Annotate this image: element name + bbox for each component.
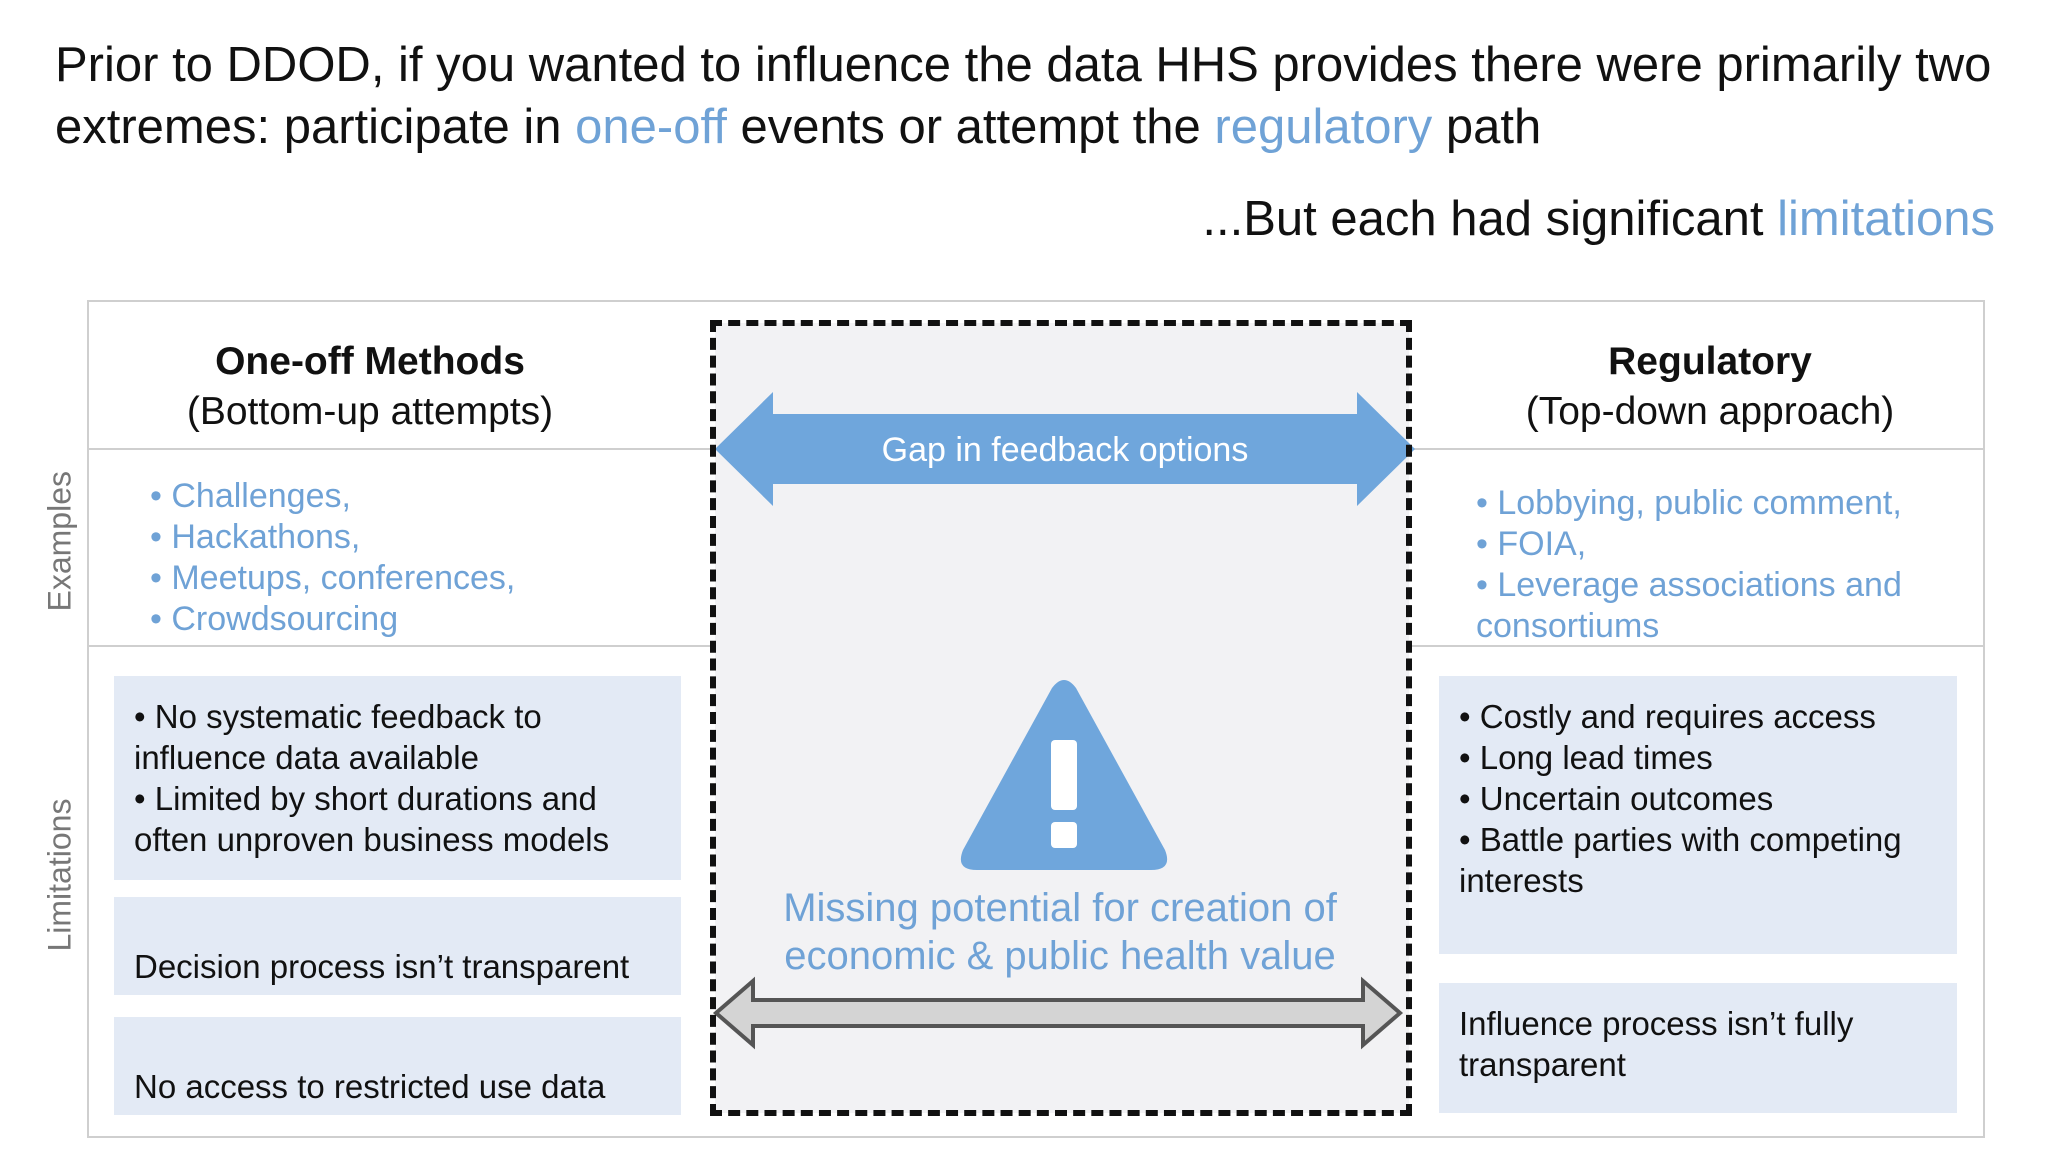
list-item: Hackathons, <box>150 517 670 558</box>
right-column-header: Regulatory (Top-down approach) <box>1460 337 1960 437</box>
right-column-title: Regulatory <box>1608 340 1812 383</box>
double-arrow-gray-icon <box>712 976 1404 1050</box>
left-examples-list: Challenges, Hackathons, Meetups, confere… <box>150 476 670 640</box>
title-part-1: Prior to DDOD, if you wanted to influenc… <box>55 38 1992 154</box>
list-item: Limited by short durations and often unp… <box>134 778 661 860</box>
left-limitation-box-3: No access to restricted use data <box>114 1017 681 1115</box>
slide-title: Prior to DDOD, if you wanted to influenc… <box>55 34 2015 158</box>
list-item: Leverage associations and consortiums <box>1476 565 1946 647</box>
left-column-subtitle: (Bottom-up attempts) <box>186 390 554 433</box>
subtitle-highlight-limitations: limitations <box>1777 192 1995 246</box>
gap-dashed-outline <box>710 320 1412 1116</box>
right-limitation-box-1: Costly and requires access Long lead tim… <box>1439 676 1957 954</box>
list-item: Crowdsourcing <box>150 599 670 640</box>
diagram-frame <box>87 300 1985 1138</box>
list-item: Challenges, <box>150 476 670 517</box>
title-highlight-regulatory: regulatory <box>1214 100 1433 154</box>
left-limitation-box-1: No systematic feedback to influence data… <box>114 676 681 880</box>
list-item: No systematic feedback to influence data… <box>134 696 661 778</box>
title-highlight-one-off: one-off <box>575 100 727 154</box>
double-arrow-blue-icon <box>715 392 1415 506</box>
list-item: Uncertain outcomes <box>1459 778 1937 819</box>
missing-potential-text: Missing potential for creation of econom… <box>783 886 1337 978</box>
right-column-subtitle: (Top-down approach) <box>1525 390 1895 433</box>
limitation-text: Decision process isn’t transparent <box>134 948 630 985</box>
limitation-text: No access to restricted use data <box>134 1068 606 1105</box>
warning-triangle-icon <box>960 680 1168 870</box>
left-column-header: One-off Methods (Bottom-up attempts) <box>140 337 600 437</box>
row-label-examples: Examples <box>41 471 78 612</box>
list-item: Battle parties with competing interests <box>1459 819 1937 901</box>
title-part-2: events or attempt the <box>726 100 1215 154</box>
list-item: Meetups, conferences, <box>150 558 670 599</box>
limitation-text: Influence process isn’t fully transparen… <box>1459 1005 1854 1083</box>
list-item: Costly and requires access <box>1459 696 1937 737</box>
left-column-title: One-off Methods <box>215 340 525 383</box>
row-label-limitations: Limitations <box>41 798 78 952</box>
list-item: Lobbying, public comment, <box>1476 483 1946 524</box>
list-item: FOIA, <box>1476 524 1946 565</box>
right-examples-list: Lobbying, public comment, FOIA, Leverage… <box>1476 483 1946 647</box>
left-limitation-box-2: Decision process isn’t transparent <box>114 897 681 995</box>
right-limitation-box-2: Influence process isn’t fully transparen… <box>1439 983 1957 1113</box>
gap-label: Gap in feedback options <box>881 431 1249 469</box>
list-item: Long lead times <box>1459 737 1937 778</box>
title-part-3: path <box>1432 100 1542 154</box>
subtitle-part-1: ...But each had significant <box>1202 192 1778 246</box>
slide-subtitle: ...But each had significant limitations <box>1202 188 1995 250</box>
